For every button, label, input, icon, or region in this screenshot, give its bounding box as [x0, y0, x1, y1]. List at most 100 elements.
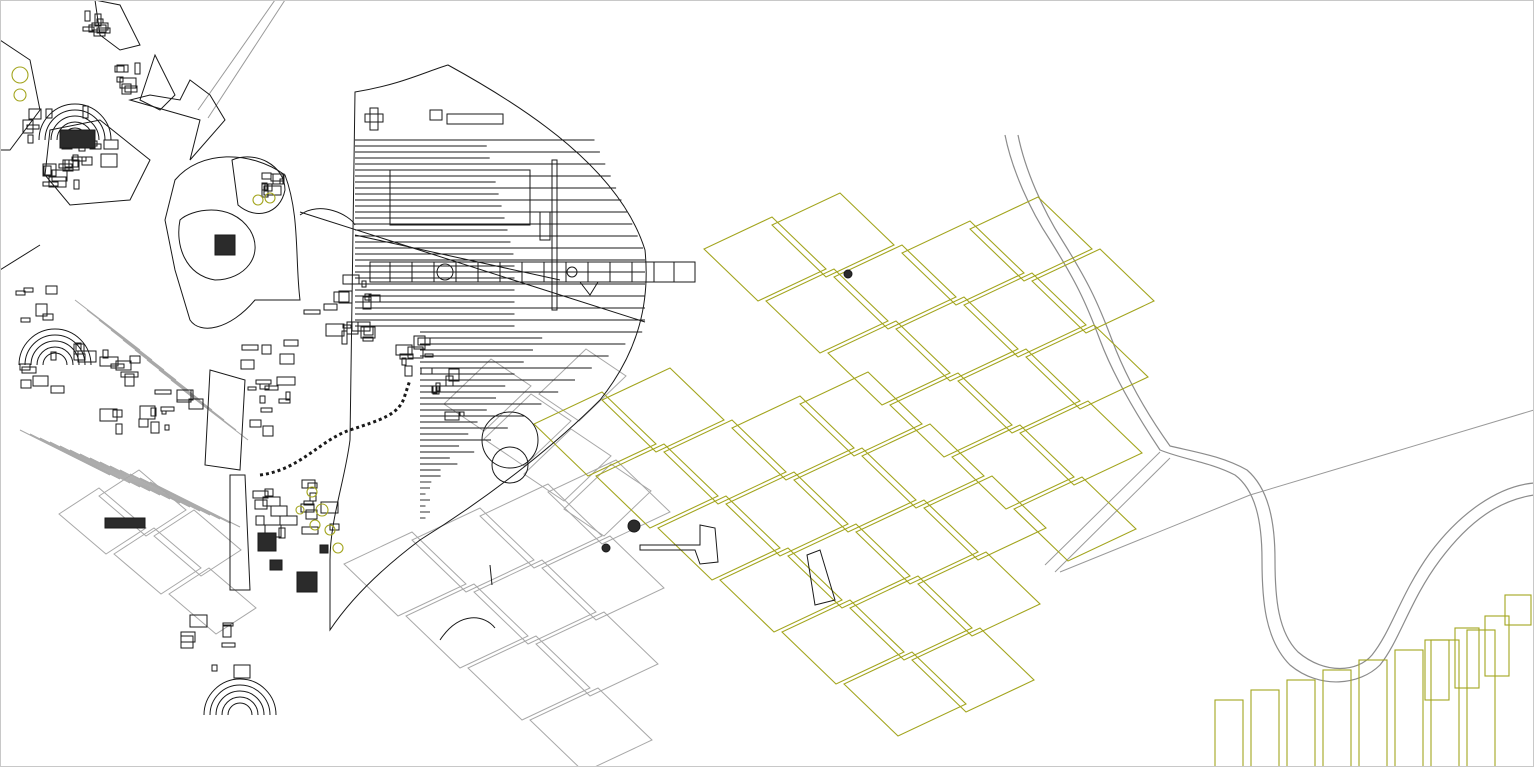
building: [283, 339, 299, 347]
large-plaza: [389, 169, 531, 226]
building: [134, 62, 141, 75]
building: [121, 83, 132, 95]
tall-block: [1358, 659, 1388, 767]
grey-street: [119, 469, 211, 516]
grey-block: [343, 531, 467, 617]
olive-block: [963, 272, 1087, 358]
building: [247, 386, 257, 391]
tall-block: [1466, 629, 1496, 767]
building: [241, 344, 259, 351]
building: [240, 359, 255, 370]
tall-block: [1454, 627, 1480, 689]
building: [407, 346, 424, 359]
building: [252, 490, 269, 499]
grey-street: [98, 319, 165, 371]
olive-block: [771, 192, 895, 278]
building: [23, 287, 34, 293]
olive-block: [731, 395, 855, 481]
amphitheatre-arc: [44, 109, 106, 141]
grey-street: [149, 481, 241, 528]
building: [320, 501, 339, 514]
grey-street: [182, 389, 249, 441]
grey-street: [122, 339, 189, 391]
amphitheatre-arc: [221, 696, 259, 716]
amphitheatre-arc: [50, 115, 100, 141]
building: [431, 385, 438, 394]
building: [279, 515, 298, 526]
building: [342, 274, 360, 285]
tall-block: [1484, 615, 1510, 677]
building: [270, 505, 288, 517]
building: [444, 411, 460, 421]
tall-block: [1214, 699, 1244, 767]
olive-block: [533, 391, 657, 477]
building: [116, 76, 124, 83]
building: [73, 179, 80, 190]
building: [42, 313, 54, 321]
building: [58, 163, 73, 169]
building: [150, 421, 160, 434]
olive-block: [889, 372, 1013, 458]
building: [164, 424, 170, 431]
building: [27, 134, 34, 144]
building: [189, 614, 208, 628]
building: [351, 321, 371, 332]
building: [420, 367, 433, 375]
olive-tree-markers: [11, 66, 344, 554]
grey-block: [479, 483, 603, 569]
olive-block: [917, 551, 1041, 637]
amphitheatre-arc: [18, 328, 92, 366]
building: [154, 389, 172, 395]
building: [362, 296, 372, 310]
building: [64, 159, 80, 171]
grey-street: [49, 441, 141, 488]
building: [262, 425, 274, 437]
olive-block: [793, 447, 917, 533]
building: [435, 382, 441, 392]
building: [50, 351, 57, 361]
tall-block: [1250, 689, 1280, 767]
building: [424, 353, 434, 358]
building: [395, 344, 413, 356]
left-outlines: [0, 0, 301, 591]
building: [188, 398, 204, 410]
building: [361, 280, 367, 288]
grey-street: [146, 359, 213, 411]
building: [115, 423, 123, 435]
building: [261, 344, 272, 355]
grey-street: [39, 437, 131, 484]
rail-path: [259, 379, 412, 477]
tall-block: [1286, 679, 1316, 767]
olive-block: [703, 216, 827, 302]
amphitheatre-arc: [24, 334, 86, 366]
olive-block: [923, 475, 1047, 561]
building: [260, 407, 273, 413]
amphitheatre-arc: [203, 678, 277, 716]
grey-block: [483, 393, 572, 467]
amphitheatre-arc: [30, 340, 80, 366]
district-features: [299, 107, 696, 484]
grey-block: [538, 348, 627, 422]
grey-street: [79, 453, 171, 500]
olive-block: [719, 547, 843, 633]
grey-street: [129, 473, 221, 520]
building-footprints: [15, 10, 465, 716]
amphitheatre-arc: [42, 352, 68, 366]
olive-block: [833, 244, 957, 330]
olive-block-grid: [533, 192, 1155, 737]
grey-block: [58, 487, 147, 555]
olive-block: [787, 523, 911, 609]
grey-block: [563, 463, 652, 537]
building: [278, 527, 286, 539]
building: [21, 366, 37, 374]
grey-block: [535, 611, 659, 697]
olive-block: [855, 499, 979, 585]
building: [261, 182, 268, 191]
building: [51, 169, 68, 182]
grey-street: [59, 445, 151, 492]
building: [325, 323, 345, 337]
building: [50, 385, 65, 394]
amphitheatre-arc: [209, 684, 271, 716]
building: [279, 353, 295, 365]
